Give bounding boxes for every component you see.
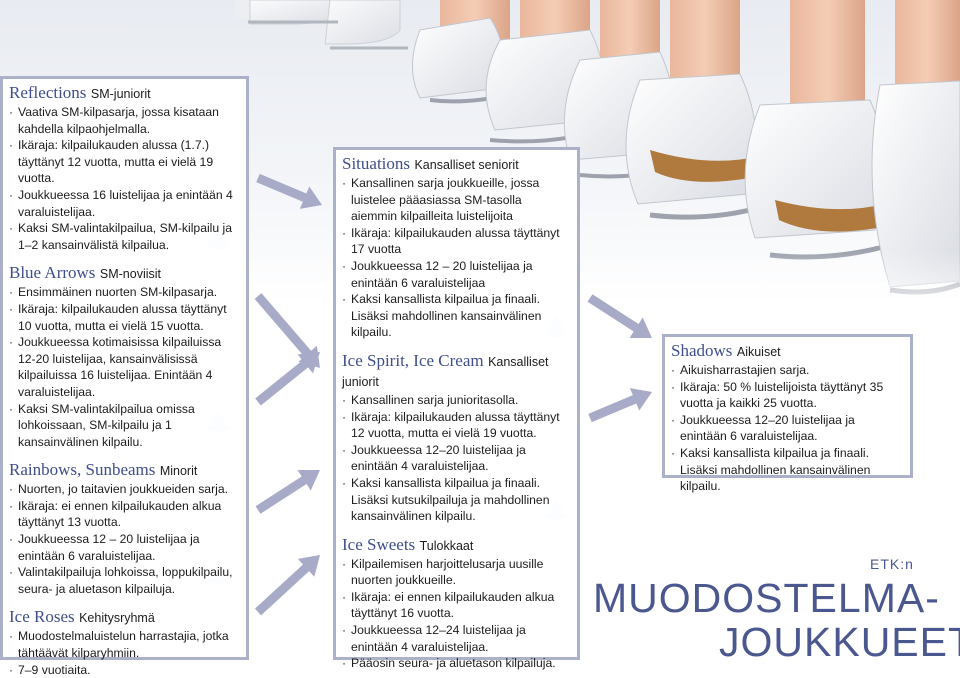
etk-label: ETK:n bbox=[870, 556, 914, 572]
middle-column-box: Situations Kansalliset senioritKansallin… bbox=[333, 147, 580, 660]
team-category: SM-noviisit bbox=[100, 267, 161, 281]
team-heading: Situations Kansalliset seniorit bbox=[342, 154, 570, 175]
list-item: Ikäraja: 50 % luistelijoista täyttänyt 3… bbox=[671, 379, 903, 412]
list-item: Kaksi SM-valintakilpailua omissa lohkois… bbox=[9, 401, 239, 451]
page-title: MUODOSTELMA- JOUKKUEET bbox=[593, 576, 923, 664]
list-item: Kansallinen sarja junioritasolla. bbox=[342, 392, 570, 409]
team-details-list: Muodostelmaluistelun harrastajia, jotka … bbox=[9, 628, 239, 678]
list-item: Vaativa SM-kilpasarja, jossa kisataan ka… bbox=[9, 104, 239, 137]
team-name: Ice Spirit, Ice Cream bbox=[342, 351, 484, 370]
list-item: Kilpailemisen harjoittelusarja uusille n… bbox=[342, 556, 570, 589]
team-situations: Situations Kansalliset senioritKansallin… bbox=[342, 154, 570, 341]
arrow-to-shadows-2 bbox=[588, 388, 652, 422]
page-title-line-1: MUODOSTELMA- bbox=[593, 576, 923, 620]
team-details-list: Vaativa SM-kilpasarja, jossa kisataan ka… bbox=[9, 104, 239, 253]
team-details-list: Ensimmäinen nuorten SM-kilpasarja.Ikäraj… bbox=[9, 284, 239, 450]
list-item: Kaksi kansallista kilpailua ja finaali. … bbox=[342, 291, 570, 341]
team-heading: Reflections SM-juniorit bbox=[9, 83, 239, 104]
left-column-box: Reflections SM-junioritVaativa SM-kilpas… bbox=[0, 76, 249, 660]
list-item: Ikäraja: kilpailukauden alussa täyttänyt… bbox=[342, 225, 570, 258]
team-rainbows-sunbeams: Rainbows, Sunbeams MinoritNuorten, jo ta… bbox=[9, 460, 239, 597]
team-details-list: Kansallinen sarja joukkueille, jossa lui… bbox=[342, 175, 570, 341]
team-details-list: Kansallinen sarja junioritasolla.Ikäraja… bbox=[342, 392, 570, 525]
page-title-line-2: JOUKKUEET bbox=[593, 620, 923, 664]
team-category: Minorit bbox=[160, 464, 198, 478]
list-item: Ensimmäinen nuorten SM-kilpasarja. bbox=[9, 284, 239, 301]
team-ice-sweets: Ice Sweets TulokkaatKilpailemisen harjoi… bbox=[342, 535, 570, 672]
team-category: SM-juniorit bbox=[91, 87, 151, 101]
team-category: Kehitysryhmä bbox=[79, 611, 155, 625]
list-item: Ikäraja: kilpailukauden alussa täyttänyt… bbox=[9, 301, 239, 334]
team-heading: Blue Arrows SM-noviisit bbox=[9, 263, 239, 284]
list-item: Kansallinen sarja joukkueille, jossa lui… bbox=[342, 175, 570, 225]
team-name: Reflections bbox=[9, 83, 86, 102]
arrow-to-ice-spirit-3 bbox=[256, 470, 320, 514]
list-item: Valintakilpailuja lohkoissa, loppukilpai… bbox=[9, 564, 239, 597]
team-reflections: Reflections SM-junioritVaativa SM-kilpas… bbox=[9, 83, 239, 253]
team-heading: Ice Sweets Tulokkaat bbox=[342, 535, 570, 556]
list-item: Kaksi SM-valintakilpailua, SM-kilpailu j… bbox=[9, 220, 239, 253]
list-item: Ikäraja: ei ennen kilpailukauden alkua t… bbox=[342, 589, 570, 622]
team-name: Situations bbox=[342, 154, 410, 173]
team-details-list: Aikuisharrastajien sarja.Ikäraja: 50 % l… bbox=[671, 362, 903, 495]
team-category: Tulokkaat bbox=[420, 539, 474, 553]
team-category: Aikuiset bbox=[737, 345, 781, 359]
team-name: Ice Sweets bbox=[342, 535, 415, 554]
team-blue-arrows: Blue Arrows SM-noviisitEnsimmäinen nuort… bbox=[9, 263, 239, 450]
team-details-list: Nuorten, jo taitavien joukkueiden sarja.… bbox=[9, 481, 239, 597]
list-item: Joukkueessa 12–24 luistelijaa ja enintää… bbox=[342, 622, 570, 655]
team-ice-roses: Ice Roses KehitysryhmäMuodostelmaluistel… bbox=[9, 607, 239, 678]
list-item: Joukkueessa 16 luistelijaa ja enintään 4… bbox=[9, 187, 239, 220]
arrow-to-ice-spirit-2 bbox=[255, 352, 320, 406]
team-name: Shadows bbox=[671, 341, 732, 360]
list-item: Ikäraja: kilpailukauden alussa (1.7.) tä… bbox=[9, 137, 239, 187]
team-details-list: Kilpailemisen harjoittelusarja uusille n… bbox=[342, 556, 570, 672]
list-item: Pääosin seura- ja aluetason kilpailuja. bbox=[342, 655, 570, 672]
list-item: Joukkueessa kotimaisissa kilpailuissa 12… bbox=[9, 334, 239, 400]
team-ice-spirit-ice-cream: Ice Spirit, Ice Cream Kansalliset junior… bbox=[342, 351, 570, 525]
team-heading: Shadows Aikuiset bbox=[671, 341, 903, 362]
list-item: 7–9 vuotiaita. bbox=[9, 662, 239, 678]
team-heading: Ice Roses Kehitysryhmä bbox=[9, 607, 239, 628]
list-item: Ikäraja: ei ennen kilpailukauden alkua t… bbox=[9, 498, 239, 531]
list-item: Kaksi kansallista kilpailua ja finaali. … bbox=[671, 445, 903, 495]
list-item: Aikuisharrastajien sarja. bbox=[671, 362, 903, 379]
list-item: Joukkueessa 12 – 20 luistelijaa ja enint… bbox=[9, 531, 239, 564]
team-heading: Ice Spirit, Ice Cream Kansalliset junior… bbox=[342, 351, 570, 392]
team-category: Kansalliset seniorit bbox=[414, 158, 518, 172]
arrow-to-ice-sweets bbox=[255, 555, 320, 615]
team-name: Blue Arrows bbox=[9, 263, 95, 282]
list-item: Joukkueessa 12–20 luistelijaa ja enintää… bbox=[671, 412, 903, 445]
list-item: Joukkueessa 12–20 luistelijaa ja enintää… bbox=[342, 442, 570, 475]
team-heading: Rainbows, Sunbeams Minorit bbox=[9, 460, 239, 481]
list-item: Muodostelmaluistelun harrastajia, jotka … bbox=[9, 628, 239, 661]
team-name: Rainbows, Sunbeams bbox=[9, 460, 155, 479]
team-shadows: Shadows AikuisetAikuisharrastajien sarja… bbox=[671, 341, 903, 495]
right-column-box: Shadows AikuisetAikuisharrastajien sarja… bbox=[662, 334, 913, 478]
list-item: Joukkueessa 12 – 20 luistelijaa ja enint… bbox=[342, 258, 570, 291]
list-item: Ikäraja: kilpailukauden alussa täyttänyt… bbox=[342, 409, 570, 442]
team-name: Ice Roses bbox=[9, 607, 75, 626]
list-item: Nuorten, jo taitavien joukkueiden sarja. bbox=[9, 481, 239, 498]
list-item: Kaksi kansallista kilpailua ja finaali. … bbox=[342, 475, 570, 525]
